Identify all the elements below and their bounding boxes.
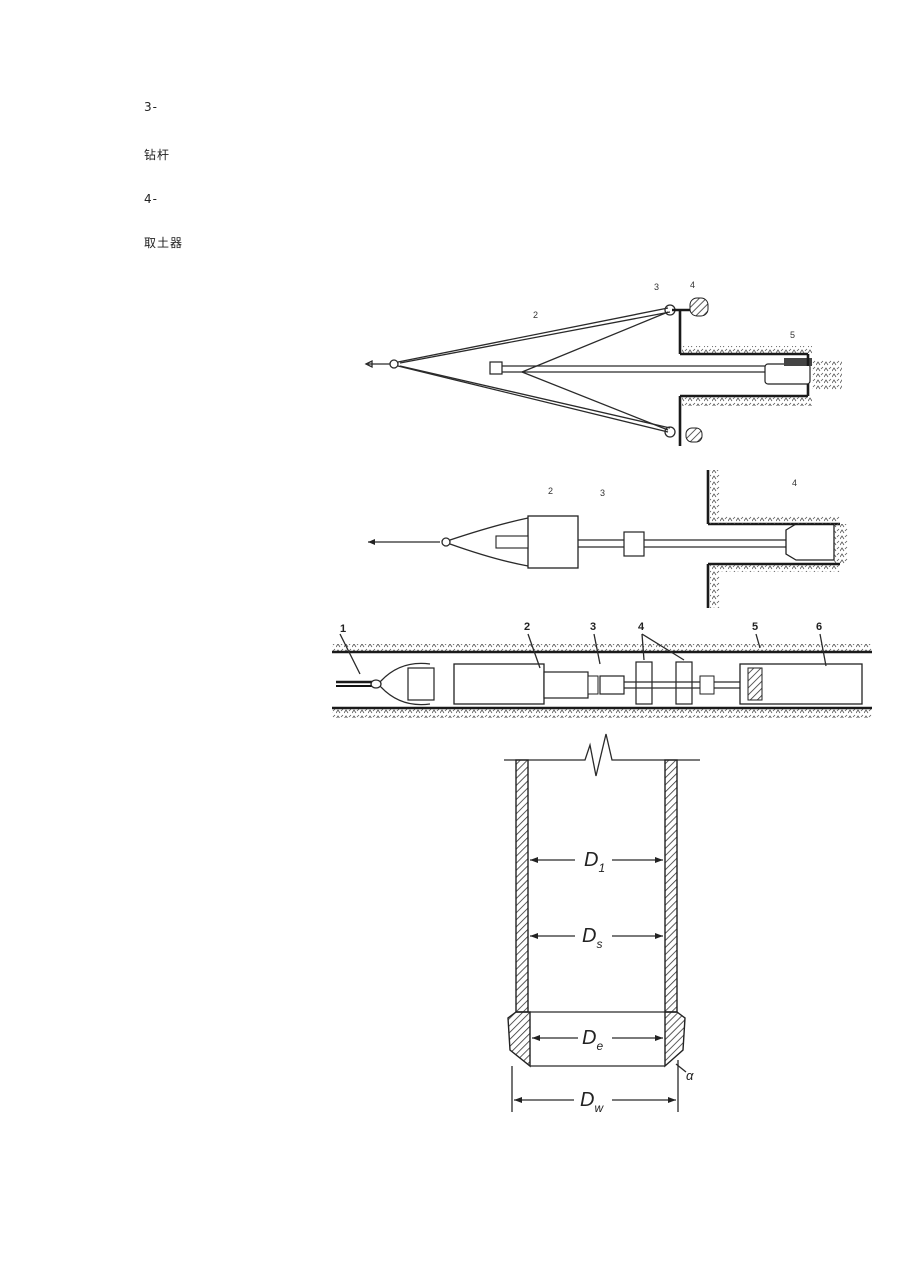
figure-sampler-assembly: 1 2 3 4 5 6 xyxy=(332,621,872,718)
dim-de-letter: D xyxy=(582,1027,596,1049)
svg-text:Ds: Ds xyxy=(582,925,602,951)
dim-de xyxy=(532,1035,663,1041)
figure-jack-rig: 2 3 4 xyxy=(368,470,848,608)
fig1-label-4: 4 xyxy=(690,280,695,290)
fig3-label-1: 1 xyxy=(340,623,346,635)
dim-de-sub: e xyxy=(596,1039,603,1053)
dim-ds-sub: s xyxy=(596,937,602,951)
fig3-label-4: 4 xyxy=(638,621,645,633)
fig2-label-2: 2 xyxy=(548,486,553,496)
dim-d1-sub: 1 xyxy=(598,861,605,875)
legend-item-3-number: 3- xyxy=(144,100,158,114)
dim-d1 xyxy=(530,857,663,863)
figure-pullout-rig: 3 4 2 5 xyxy=(364,280,842,446)
dim-ds xyxy=(530,933,663,939)
angle-alpha-label: α xyxy=(686,1068,694,1083)
dim-d1-letter: D xyxy=(584,849,598,871)
legend-item-4-label: 取土器 xyxy=(144,236,184,250)
legend-item-4-number: 4- xyxy=(144,192,158,206)
svg-text:D1: D1 xyxy=(584,849,605,875)
dim-dw xyxy=(514,1097,676,1103)
fig3-label-2: 2 xyxy=(524,621,530,633)
fig3-label-5: 5 xyxy=(752,621,758,633)
svg-text:De: De xyxy=(582,1027,603,1053)
fig2-label-4: 4 xyxy=(792,478,797,488)
fig3-label-3: 3 xyxy=(590,621,596,633)
dim-dw-sub: w xyxy=(594,1101,604,1115)
fig1-label-3: 3 xyxy=(654,282,659,292)
figure-tube-section: D1 Ds De Dw α xyxy=(504,733,700,1115)
legend-item-3-label: 钻杆 xyxy=(144,148,171,162)
dim-ds-letter: D xyxy=(582,925,596,947)
svg-text:Dw: Dw xyxy=(580,1089,604,1115)
fig1-label-2: 2 xyxy=(533,310,538,320)
fig3-label-6: 6 xyxy=(816,621,822,633)
fig1-label-5: 5 xyxy=(790,330,795,340)
dim-dw-letter: D xyxy=(580,1089,594,1111)
fig2-label-3: 3 xyxy=(600,488,605,498)
